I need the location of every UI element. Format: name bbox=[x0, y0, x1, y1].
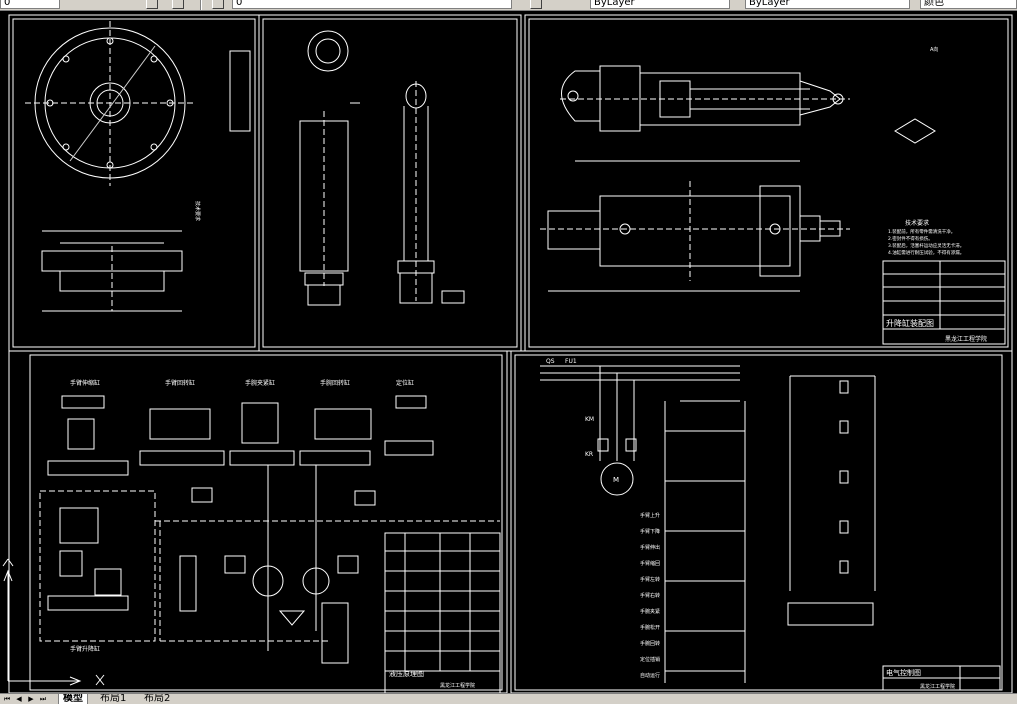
el-wrist-clamp: 手腕夹紧 bbox=[640, 608, 660, 615]
school-name-1: 黑龙江工程学院 bbox=[945, 335, 987, 343]
last-tab-icon[interactable]: ⏭ bbox=[39, 695, 47, 703]
electric-labels: QS FU1 KM KR M 手臂上升 手臂下降 手臂伸出 手臂缩回 手臂左转 … bbox=[546, 358, 955, 690]
km-label: KM bbox=[585, 416, 594, 423]
el-arm-right: 手臂右转 bbox=[640, 592, 660, 599]
el-wrist-release: 手腕松开 bbox=[640, 624, 660, 631]
el-arm-left: 手臂左转 bbox=[640, 576, 660, 583]
school-name-2: 黑龙江工程学院 bbox=[440, 682, 475, 689]
flange-drawing bbox=[25, 21, 195, 312]
el-arm-down: 手臂下降 bbox=[640, 528, 660, 535]
lineweight-combo[interactable]: ByLayer bbox=[745, 0, 910, 9]
label-positioning: 定位缸 bbox=[396, 379, 414, 387]
cad-drawing: 技术要求 bbox=[2, 14, 1013, 693]
qs-label: QS bbox=[546, 358, 555, 365]
prev-tab-icon[interactable]: ◀ bbox=[16, 695, 22, 703]
label-arm-extend: 手臂伸缩缸 bbox=[70, 379, 100, 387]
el-wrist-rotate: 手腕回转 bbox=[640, 640, 660, 647]
el-auto-run: 自动运行 bbox=[640, 672, 660, 679]
electric-schematic bbox=[540, 365, 1001, 691]
sheet-frames bbox=[8, 14, 1013, 693]
tech-req-4: 4.油缸需进行耐压试验，不得有渗漏。 bbox=[888, 249, 964, 256]
piston-rod-drawing bbox=[299, 30, 465, 306]
tech-req-2: 2.密封件不得有损伤。 bbox=[888, 235, 933, 242]
linetype-combo[interactable]: ByLayer bbox=[590, 0, 730, 9]
hydraulic-schematic bbox=[39, 395, 501, 693]
layer-state-icon[interactable] bbox=[146, 0, 158, 9]
school-name-3: 黑龙江工程学院 bbox=[920, 683, 955, 690]
toolbar: 0 0 ByLayer ByLayer 颜色 bbox=[0, 0, 1017, 11]
view-label: A向 bbox=[930, 46, 938, 53]
tab-layout1[interactable]: 布局1 bbox=[100, 693, 127, 704]
layer-combo[interactable]: 0 bbox=[0, 0, 60, 9]
label-arm-lift: 手臂升降缸 bbox=[70, 645, 100, 653]
layer-manager-icon[interactable] bbox=[212, 0, 224, 9]
svg-text:技术要求: 技术要求 bbox=[194, 201, 201, 221]
assembly-text: 技术要求 1.装配前，所有零件需清洗干净。 2.密封件不得有损伤。 3.装配后，… bbox=[886, 46, 987, 343]
tab-model[interactable]: 模型 bbox=[58, 694, 88, 704]
layer-prev-icon[interactable] bbox=[172, 0, 184, 9]
current-layer-field[interactable]: 0 bbox=[232, 0, 512, 9]
hydraulic-labels: 手臂伸缩缸 手臂回转缸 手腕夹紧缸 手腕回转缸 定位缸 手臂升降缸 液压原理图 … bbox=[70, 379, 475, 689]
first-tab-icon[interactable]: ⏮ bbox=[3, 695, 11, 703]
tab-layout2[interactable]: 布局2 bbox=[144, 693, 171, 704]
next-tab-icon[interactable]: ▶ bbox=[28, 695, 34, 703]
label-arm-rotate: 手臂回转缸 bbox=[165, 379, 195, 387]
label-wrist-clamp: 手腕夹紧缸 bbox=[245, 379, 275, 387]
cylinder-assembly-drawing bbox=[540, 65, 1006, 345]
motor-label: M bbox=[613, 476, 619, 484]
fu-label: FU1 bbox=[565, 358, 577, 365]
electric-table-title: 电气控制图 bbox=[886, 668, 921, 677]
assembly-table-title: 升降缸装配图 bbox=[886, 318, 934, 328]
hydraulic-table-title: 液压原理图 bbox=[389, 669, 424, 678]
label-wrist-rotate: 手腕回转缸 bbox=[320, 379, 350, 387]
flange-notes: 技术要求 bbox=[194, 50, 251, 221]
kr-label: KR bbox=[585, 451, 593, 458]
tech-req-1: 1.装配前，所有零件需清洗干净。 bbox=[888, 228, 955, 235]
tech-req-3: 3.装配后，活塞杆运动应灵活无卡滞。 bbox=[888, 242, 964, 249]
color-icon[interactable] bbox=[530, 0, 542, 9]
el-arm-out: 手臂伸出 bbox=[640, 544, 660, 551]
el-arm-in: 手臂缩回 bbox=[640, 560, 660, 567]
el-arm-up: 手臂上升 bbox=[640, 512, 660, 519]
el-positioning: 定位插销 bbox=[640, 656, 660, 663]
drawing-canvas[interactable]: 技术要求 bbox=[0, 11, 1017, 693]
plot-style-combo[interactable]: 颜色 bbox=[920, 0, 1017, 9]
ucs-icon bbox=[2, 558, 105, 686]
tech-requirements-title: 技术要求 bbox=[905, 219, 929, 227]
layout-tabbar: ⏮ ◀ ▶ ⏭ 模型 布局1 布局2 bbox=[0, 693, 1017, 704]
toolbar-separator bbox=[200, 0, 202, 10]
